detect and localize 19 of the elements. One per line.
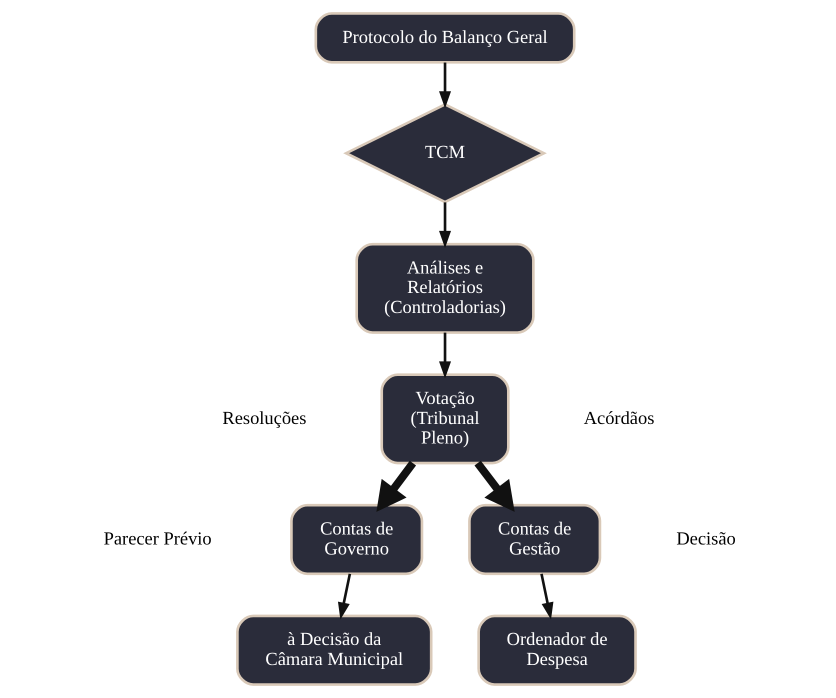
- node-box: à Decisão da Câmara Municipal: [236, 614, 432, 686]
- label: Decisão: [676, 528, 736, 548]
- label: Resoluções: [222, 408, 306, 428]
- arrow: [439, 202, 452, 248]
- arrow: [540, 574, 554, 620]
- arrow: [474, 460, 515, 512]
- node-box: Contas de Gestão: [468, 504, 602, 576]
- label: Acórdãos: [584, 408, 654, 428]
- node-box: Protocolo do Balanço Geral: [314, 12, 576, 64]
- node-box: Contas de Governo: [290, 504, 424, 576]
- arrow: [338, 574, 352, 620]
- node-diamond: TCM: [343, 102, 547, 204]
- node-box: Votação (Tribunal Pleno): [380, 373, 510, 464]
- label: Parecer Prévio: [104, 528, 212, 548]
- node-box: Ordenador de Despesa: [477, 614, 637, 686]
- arrow: [439, 62, 452, 108]
- node-box: Análises e Relatórios (Controladorias): [355, 242, 535, 334]
- arrow: [439, 332, 452, 378]
- arrow: [376, 460, 416, 512]
